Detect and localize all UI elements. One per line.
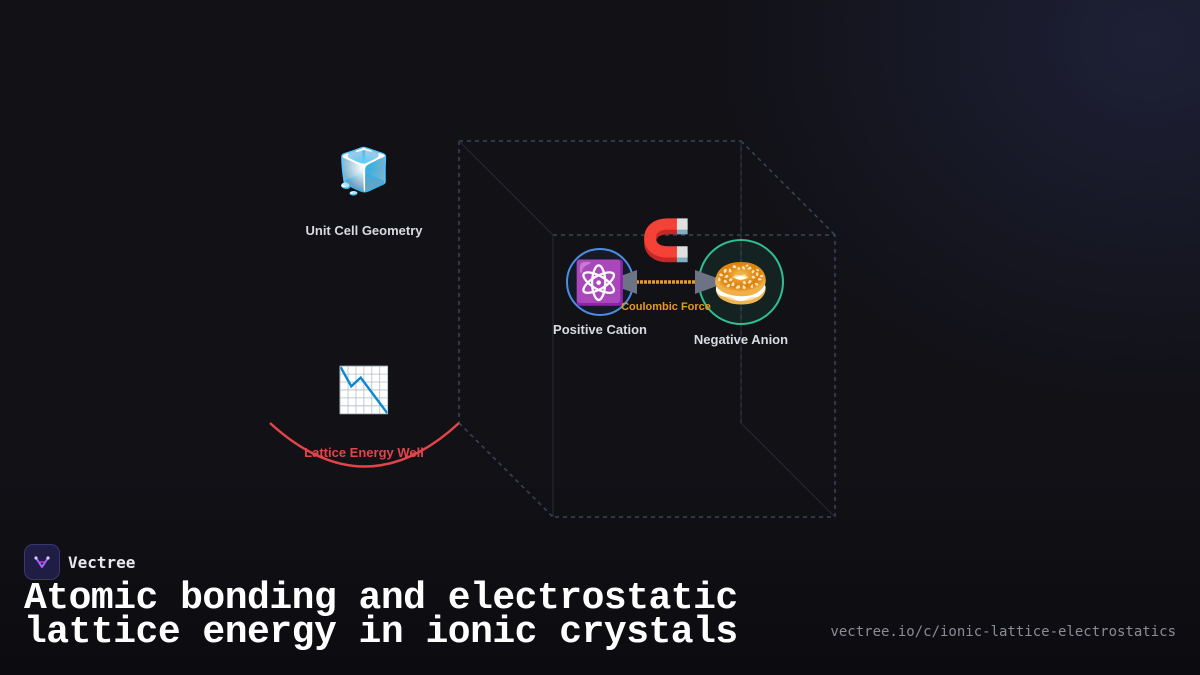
title-line-2: lattice energy in ionic crystals (24, 611, 738, 654)
force-arrow-right (695, 270, 728, 294)
force-arrow-left (604, 270, 637, 294)
cation-label: Positive Cation (553, 322, 647, 337)
atom-icon: ⚛️ (573, 259, 627, 306)
unit-cell-label: Unit Cell Geometry (305, 223, 423, 238)
brand: Vectree (24, 544, 135, 580)
title-line-1: Atomic bonding and electrostatic (24, 577, 738, 620)
chart-decreasing-icon: 📉 (336, 366, 392, 415)
source-url[interactable]: vectree.io/c/ionic-lattice-electrostatic… (830, 624, 1176, 640)
page-title: Atomic bonding and electrostatic lattice… (24, 577, 738, 654)
magnet-icon: 🧲 (641, 219, 691, 263)
bagel-icon: 🥯 (712, 257, 770, 309)
energy-well-curve (269, 422, 460, 468)
unit-cell-wireframe (458, 140, 836, 518)
brand-name: Vectree (68, 552, 136, 572)
anion-label: Negative Anion (693, 332, 789, 347)
energy-well-label: Lattice Energy Well (304, 445, 424, 460)
coulombic-force-label: Coulombic Force (621, 301, 711, 313)
ice-cube-icon: 🧊 (336, 147, 392, 196)
vectree-logo-icon (24, 544, 60, 580)
